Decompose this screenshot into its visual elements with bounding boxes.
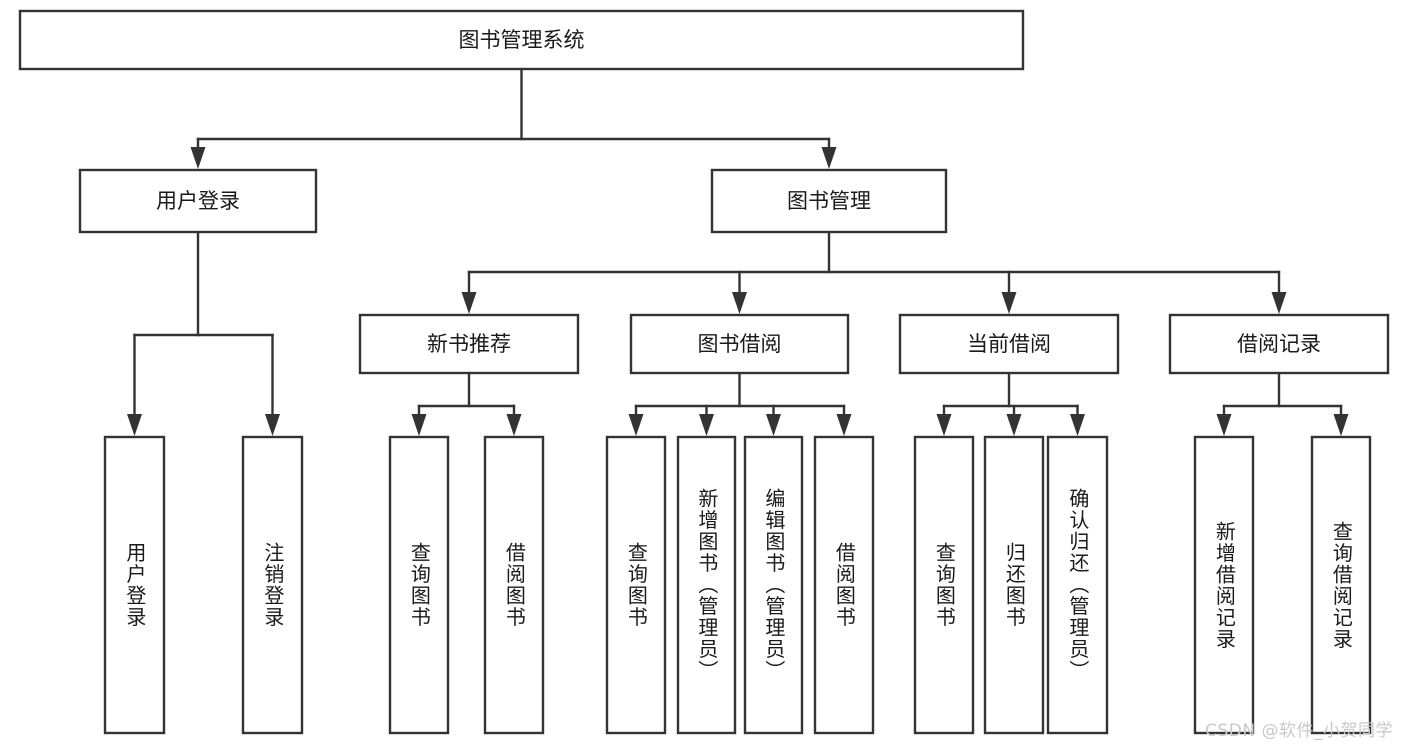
connector-arrowhead	[936, 414, 952, 436]
node-label-records: 借阅记录	[1237, 332, 1321, 356]
node-box-leaf-current-confirm[interactable]	[1046, 435, 1109, 735]
node-label-bookmgmt: 图书管理	[787, 189, 871, 213]
node-box-leaf-borrow-query[interactable]	[605, 435, 667, 735]
node-box-leaf-records-add[interactable]	[1193, 435, 1255, 735]
node-label-borrow: 图书借阅	[698, 332, 782, 356]
connector-arrowhead	[821, 147, 837, 169]
connector-arrowhead	[1006, 414, 1022, 436]
node-box-bookmgmt[interactable]	[710, 168, 948, 234]
connector-layer	[127, 67, 1349, 436]
node-box-layer	[18, 9, 1390, 735]
node-box-root[interactable]	[18, 9, 1025, 71]
connector-arrowhead	[190, 147, 206, 169]
connector-arrowhead	[732, 292, 747, 314]
node-box-borrow[interactable]	[629, 313, 850, 375]
node-label-newbook: 新书推荐	[427, 332, 511, 356]
connector-arrowhead	[1001, 292, 1017, 314]
node-box-leaf-borrow-lend[interactable]	[813, 435, 875, 735]
connector-arrowhead	[127, 414, 142, 436]
node-label-login: 用户登录	[156, 189, 240, 213]
node-box-leaf-user-login[interactable]	[103, 435, 166, 735]
connector-arrowhead	[265, 414, 280, 436]
connector-arrowhead	[699, 414, 714, 436]
connector-arrowhead	[766, 414, 781, 436]
node-box-current[interactable]	[898, 313, 1120, 375]
node-box-leaf-records-query[interactable]	[1310, 435, 1372, 735]
connector-arrowhead	[1271, 292, 1287, 314]
connector-arrowhead	[628, 414, 644, 436]
connector-arrowhead	[506, 414, 522, 436]
node-box-login[interactable]	[78, 168, 318, 234]
connector-arrowhead	[411, 414, 427, 436]
node-box-newbook[interactable]	[358, 313, 580, 375]
node-box-leaf-newbook-query[interactable]	[388, 435, 450, 735]
node-box-leaf-user-logout[interactable]	[241, 435, 304, 735]
watermark-text: CSDN @软件_小贺同学	[1205, 721, 1393, 741]
node-label-root: 图书管理系统	[459, 28, 585, 52]
connector-arrowhead	[461, 292, 477, 314]
connector-arrowhead	[1070, 414, 1085, 436]
node-box-leaf-newbook-borrow[interactable]	[483, 435, 545, 735]
connector-arrowhead	[836, 414, 852, 436]
node-box-records[interactable]	[1168, 313, 1390, 375]
node-label-current: 当前借阅	[967, 332, 1051, 356]
node-box-leaf-borrow-add[interactable]	[676, 435, 737, 735]
connector-arrowhead	[1216, 414, 1232, 436]
node-box-leaf-current-return[interactable]	[983, 435, 1045, 735]
node-box-leaf-borrow-edit[interactable]	[743, 435, 804, 735]
node-box-leaf-current-query[interactable]	[913, 435, 975, 735]
connector-arrowhead	[1333, 414, 1349, 436]
